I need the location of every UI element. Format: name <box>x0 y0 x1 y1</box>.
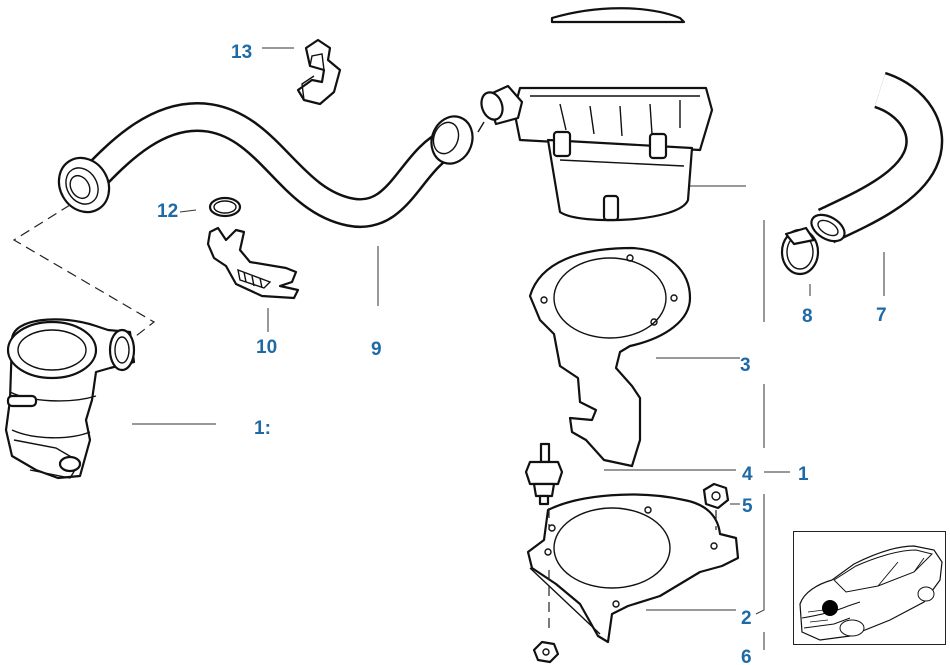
air-pump-assembly <box>477 7 714 222</box>
callout-9: 9 <box>371 339 382 360</box>
hose-part-7 <box>810 71 944 244</box>
holder-bracket-part-10 <box>206 226 300 300</box>
callout-3: 3 <box>740 355 751 376</box>
callout-12: 12 <box>157 201 179 222</box>
air-valve-part-11 <box>4 318 136 480</box>
callout-5: 5 <box>742 496 753 517</box>
callout-2: 2 <box>741 608 752 629</box>
leader-lines <box>132 47 885 650</box>
car-icon <box>799 545 943 641</box>
assembly-lines <box>12 204 717 630</box>
nut-part-6 <box>532 640 560 664</box>
callout-7: 7 <box>876 305 887 326</box>
callout-8: 8 <box>802 306 813 327</box>
hose-clamp-part-8 <box>780 226 820 276</box>
callout-11: 1: <box>254 418 271 439</box>
callout-4: 4 <box>742 464 753 485</box>
callout-1: 1 <box>798 464 809 485</box>
mounting-bracket-part-3 <box>528 246 692 468</box>
rubber-mount-part-4 <box>524 442 564 506</box>
callout-6: 6 <box>741 647 752 665</box>
vehicle-location-inset <box>793 531 946 645</box>
nut-part-5 <box>702 482 730 510</box>
air-hose-part-9 <box>57 101 474 229</box>
callout-13: 13 <box>231 42 253 63</box>
callout-10: 10 <box>256 337 278 358</box>
location-marker <box>822 600 838 616</box>
hose-clip-part-13 <box>296 38 342 106</box>
lower-bracket-part-2 <box>526 493 740 644</box>
